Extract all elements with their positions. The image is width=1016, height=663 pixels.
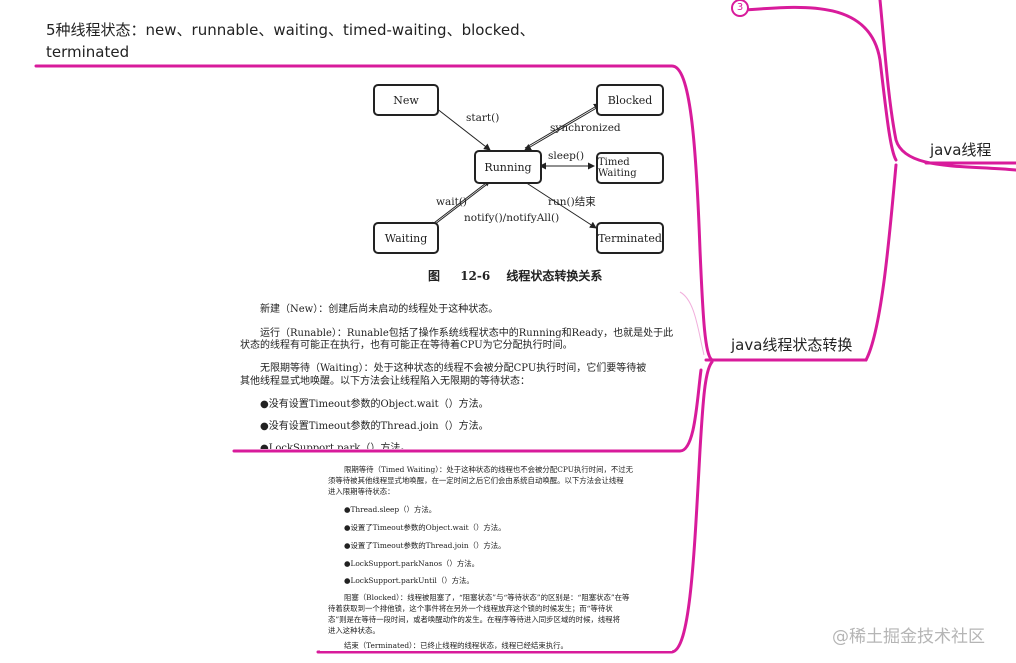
collapse-count-badge[interactable]: 3 bbox=[731, 0, 749, 17]
doc2-line: ●设置了Timeout参数的Object.wait（）方法。 bbox=[344, 523, 506, 532]
root-branch bbox=[878, 0, 1016, 172]
image2-branch bbox=[316, 360, 714, 654]
doc2-line: 待着获取到一个排他锁，这个事件将在另外一个线程放弃这个锁的时候发生；而“等待状 bbox=[328, 604, 613, 613]
doc2-line: 结束（Terminated）：已终止线程的线程状态，线程已经结束执行。 bbox=[344, 641, 568, 650]
doc2-line: ●LockSupport.parkUntil（）方法。 bbox=[344, 576, 474, 585]
edge-run-end: run()结束 bbox=[548, 196, 596, 208]
top-branch bbox=[743, 5, 898, 162]
edge-start: start() bbox=[466, 112, 500, 124]
caption-text: 线程状态转换关系 bbox=[506, 269, 603, 283]
caption-number: 12-6 bbox=[460, 269, 491, 283]
root-topic[interactable]: java线程 bbox=[930, 141, 992, 159]
doc1-line: ●没有设置Timeout参数的Thread.join（）方法。 bbox=[260, 421, 489, 432]
doc1-line: 运行（Runable）：Runable包括了操作系统线程状态中的Running和… bbox=[260, 328, 674, 339]
note-branch bbox=[34, 64, 714, 362]
state-waiting: Waiting bbox=[373, 222, 439, 254]
state-timed-waiting: Timed Waiting bbox=[596, 152, 664, 184]
doc2-line: 阻塞（Blocked）：线程被阻塞了，“阻塞状态”与“等待状态”的区别是：“阻塞… bbox=[344, 593, 630, 602]
doc2-line: 态”则是在等待一段时间，或者唤醒动作的发生。在程序等待进入同步区域的时候，线程将 bbox=[328, 615, 621, 624]
edge-wait: wait() bbox=[436, 196, 468, 208]
note-line-1: 5种线程状态：new、runnable、waiting、timed-waitin… bbox=[46, 21, 535, 39]
doc1-line: ●LockSupport.park（）方法。 bbox=[260, 443, 411, 449]
image1-branch bbox=[232, 368, 703, 453]
note-line-2: terminated bbox=[46, 43, 130, 61]
doc2-line: 进入限期等待状态： bbox=[328, 487, 395, 496]
doc2-line: 限期等待（Timed Waiting）：处于这种状态的线程也不会被分配CPU执行… bbox=[344, 465, 634, 474]
edge-synchronized: synchronized bbox=[550, 122, 621, 134]
state-blocked: Blocked bbox=[596, 84, 664, 116]
doc2-line: ●设置了Timeout参数的Thread.join（）方法。 bbox=[344, 541, 506, 550]
note-topic[interactable]: 5种线程状态：new、runnable、waiting、timed-waitin… bbox=[46, 19, 535, 63]
edge-sleep: sleep() bbox=[548, 150, 585, 162]
doc1-line: 新建（New）：创建后尚未启动的线程处于这种状态。 bbox=[260, 304, 499, 315]
edge-notify: notify()/notifyAll() bbox=[464, 212, 560, 224]
doc1-line: 状态的线程有可能正在执行，也有可能正在等待着CPU为它分配执行时间。 bbox=[240, 340, 573, 351]
doc1-line: 其他线程显式地唤醒。以下方法会让线程陷入无限期的等待状态： bbox=[240, 376, 530, 387]
sub-to-root bbox=[864, 163, 898, 362]
doc2-line: 进入这种状态。 bbox=[328, 626, 380, 635]
doc-image-1[interactable]: 新建（New）：创建后尚未启动的线程处于这种状态。 运行（Runable）：Ru… bbox=[236, 294, 676, 449]
doc2-line: ●LockSupport.parkNanos（）方法。 bbox=[344, 559, 479, 568]
diagram-arrows bbox=[429, 103, 601, 229]
watermark: @稀土掘金技术社区 bbox=[832, 627, 985, 647]
diagram-caption: 图 12-6 线程状态转换关系 bbox=[428, 267, 602, 284]
doc1-line: ●没有设置Timeout参数的Object.wait（）方法。 bbox=[260, 399, 489, 410]
doc-image-2[interactable]: 限期等待（Timed Waiting）：处于这种状态的线程也不会被分配CPU执行… bbox=[320, 458, 672, 651]
caption-prefix: 图 bbox=[428, 269, 441, 283]
doc2-line: 须等待被其他线程显式地唤醒，在一定时间之后它们会由系统自动唤醒。以下方法会让线程 bbox=[328, 476, 624, 485]
doc1-line: 无限期等待（Waiting）：处于这种状态的线程不会被分配CPU执行时间，它们要… bbox=[260, 363, 647, 374]
state-running: Running bbox=[474, 150, 542, 184]
sub-topic[interactable]: java线程状态转换 bbox=[731, 336, 853, 354]
state-terminated: Terminated bbox=[596, 222, 664, 254]
doc2-line: ●Thread.sleep（）方法。 bbox=[344, 505, 437, 514]
state-new: New bbox=[373, 84, 439, 116]
state-diagram-image[interactable]: New Blocked Running Timed Waiting Waitin… bbox=[360, 78, 676, 288]
